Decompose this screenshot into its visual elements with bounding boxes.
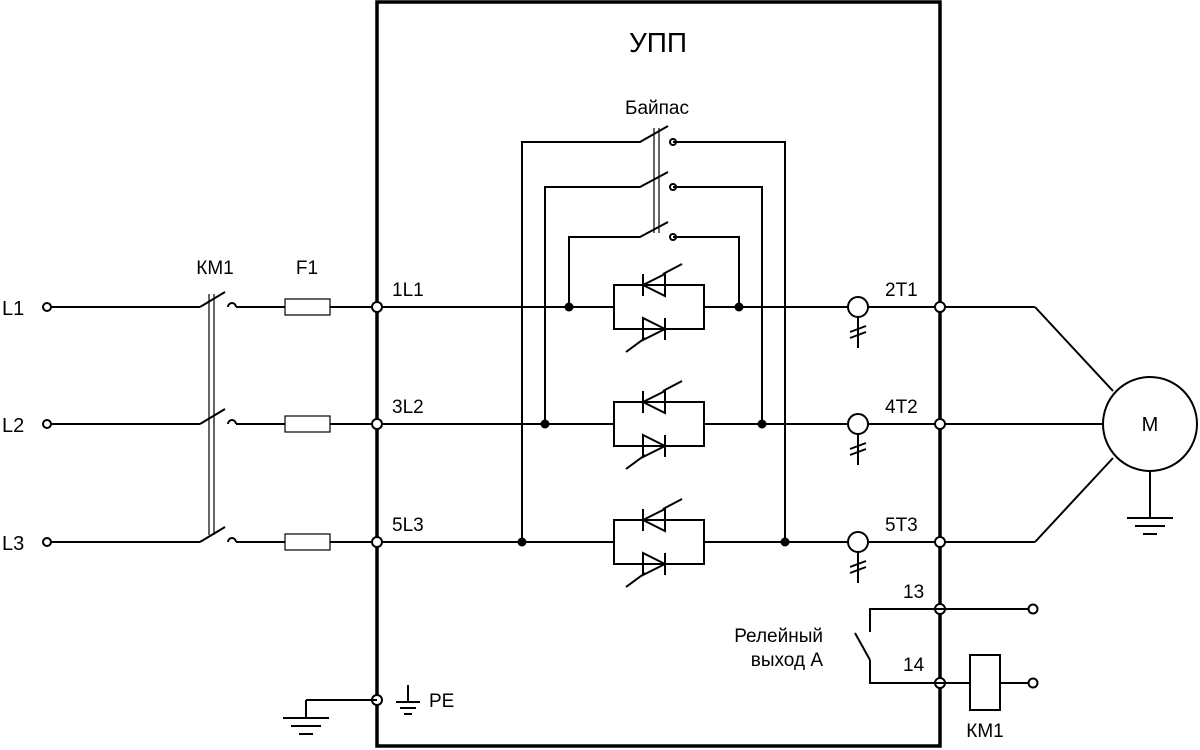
junction-dots [517, 302, 790, 547]
km1-coil-circuit [940, 654, 1039, 711]
relay-output-13-wire [940, 603, 1039, 615]
motor-ground-icon [1127, 471, 1173, 535]
phase-line-l1 [42, 291, 1114, 392]
fuse-label: F1 [296, 258, 318, 279]
relay-contact [854, 608, 940, 684]
terminal-2t1: 2T1 [885, 280, 918, 301]
relay-label-line2: выход А [751, 650, 824, 671]
bypass-label: Байпас [625, 98, 689, 119]
phase-line-l3 [42, 457, 1114, 551]
soft-starter-box [375, 0, 942, 748]
current-transformer-l1 [847, 296, 869, 348]
km1-coil-label: КМ1 [966, 721, 1003, 742]
phase-label-l3: L3 [2, 533, 24, 555]
pe-ground-icon [396, 685, 420, 715]
soft-starter-title: УПП [629, 27, 687, 58]
pe-ground-external [283, 699, 377, 735]
bypass-contacts [521, 125, 786, 542]
current-transformer-l3 [847, 531, 869, 583]
terminal-5t3: 5T3 [885, 515, 918, 536]
phase-label-l2: L2 [2, 415, 24, 437]
phase-label-l1: L1 [2, 298, 24, 320]
thyristor-pair-l1 [613, 263, 705, 353]
motor-label: М [1142, 414, 1159, 436]
terminal-3l2: 3L2 [392, 397, 424, 418]
terminal-5l3: 5L3 [392, 515, 424, 536]
contactor-label: КМ1 [196, 258, 233, 279]
relay-terminal-14: 14 [903, 655, 925, 676]
terminal-4t2: 4T2 [885, 397, 918, 418]
thyristor-pair-l2 [613, 380, 705, 470]
terminal-points [371, 301, 946, 706]
pe-label: PE [429, 691, 454, 712]
relay-label-line1: Релейный [734, 626, 823, 647]
current-transformer-l2 [847, 413, 869, 465]
thyristor-pair-l3 [613, 498, 705, 588]
relay-terminal-13: 13 [903, 582, 924, 603]
terminal-1l1: 1L1 [392, 280, 424, 301]
